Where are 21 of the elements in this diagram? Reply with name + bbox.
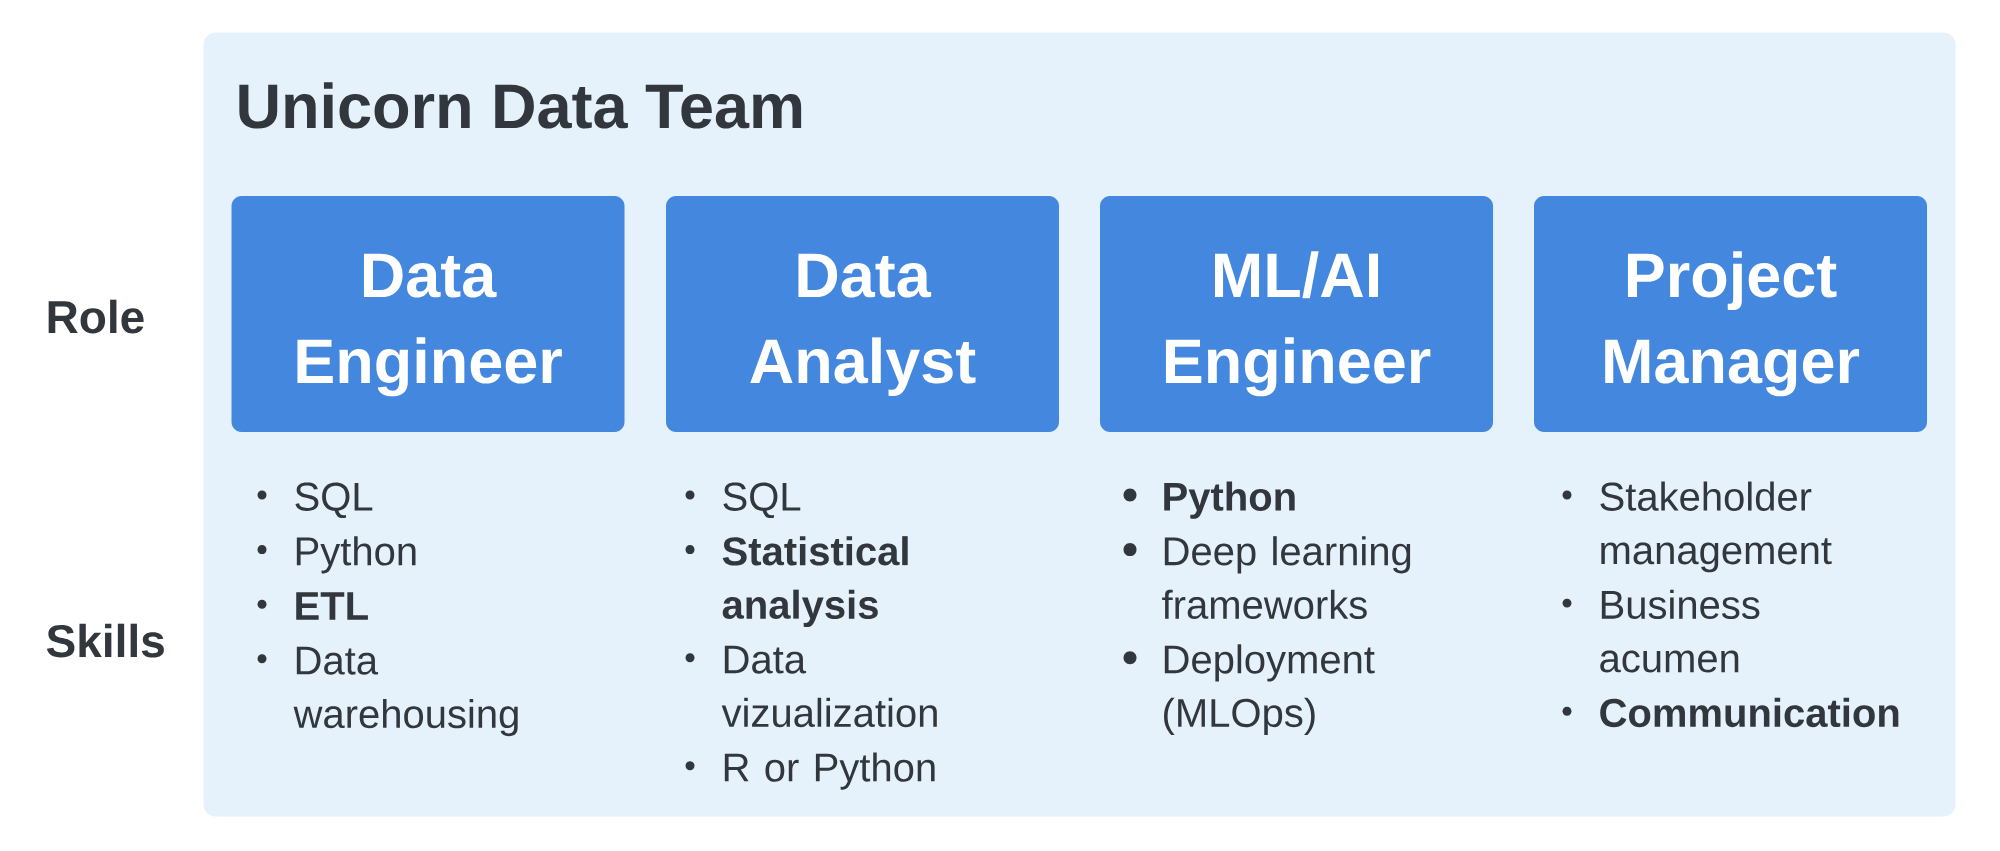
list-item: Communication (1600, 697, 1899, 728)
list-item: Statistical analysis (722, 536, 908, 627)
list-item: Business acumen (1600, 589, 1760, 673)
list-item: ETL (296, 592, 368, 620)
panel-title: Unicorn Data Team (239, 82, 802, 129)
list-item: Python (296, 536, 416, 574)
list-item: SQL (723, 482, 801, 519)
list-item: Data warehousing (293, 646, 518, 737)
list-item: Python (1164, 481, 1295, 519)
role-box: ML/AI Engineer (1100, 196, 1493, 432)
list-item: Deep learning frameworks (1162, 536, 1411, 619)
row-label: Skills (46, 623, 164, 658)
role-box: Data Engineer (231, 196, 625, 432)
list-item: SQL (295, 482, 373, 519)
role-box: Project Manager (1534, 196, 1927, 432)
list-item: Stakeholder management (1600, 481, 1832, 573)
role-box: Data Analyst (666, 196, 1059, 432)
list-item: Data vizualization (721, 645, 937, 728)
row-label: Role (48, 299, 144, 334)
list-item: Deployment (MLOps) (1164, 644, 1375, 736)
list-item: R or Python (724, 752, 935, 790)
